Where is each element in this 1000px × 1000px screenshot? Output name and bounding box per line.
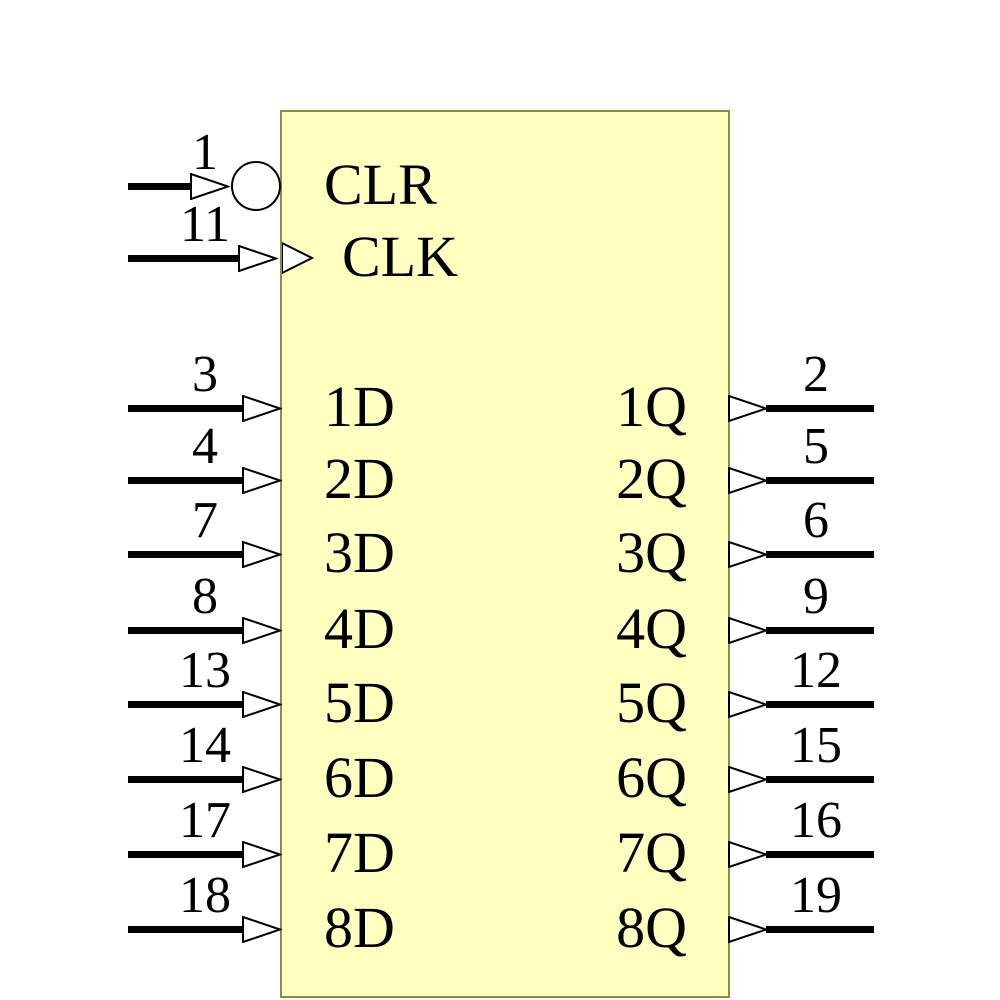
pin-left-2d: 4 [128,421,282,495]
pin-wire [128,776,242,783]
pin-number: 5 [803,418,829,475]
pin-wire [128,183,190,190]
pin-wire [128,255,238,262]
pin-number: 18 [179,867,231,924]
chip-pin-label-1d: 1D [324,374,395,439]
arrowhead-icon [242,766,282,793]
arrowhead-icon [190,173,230,200]
arrowhead-icon [242,617,282,644]
pin-number: 2 [803,346,829,403]
chip-pin-label-6d: 6D [324,745,395,810]
pin-right-3q: 6 [728,495,874,569]
arrowhead-icon [242,541,282,568]
pin-number: 6 [803,492,829,549]
pin-right-5q: 12 [728,645,874,719]
pin-wire [128,477,242,484]
arrowhead-icon [728,617,768,644]
pin-wire [128,926,242,933]
pin-left-clk: 11 [128,199,282,273]
chip-pin-label-1q: 1Q [616,374,687,439]
pin-left-3d: 7 [128,495,282,569]
pin-number: 1 [192,124,218,181]
pin-wire [128,851,242,858]
arrowhead-icon [728,467,768,494]
arrowhead-icon [728,841,768,868]
pin-number: 7 [192,492,218,549]
pin-left-1d: 3 [128,349,282,423]
pin-right-1q: 2 [728,349,874,423]
pin-right-4q: 9 [728,571,874,645]
chip-pin-label-7q: 7Q [616,820,687,885]
arrowhead-icon [728,395,768,422]
chip-pin-label-5q: 5Q [616,670,687,735]
pin-left-6d: 14 [128,720,282,794]
pin-left-8d: 18 [128,870,282,944]
chip-pin-label-3d: 3D [324,520,395,585]
chip-pin-label-8d: 8D [324,895,395,960]
pin-wire [766,701,874,708]
pin-number: 3 [192,346,218,403]
pin-wire [766,926,874,933]
pin-right-7q: 16 [728,795,874,869]
pin-number: 14 [179,717,231,774]
chip-pin-label-2q: 2Q [616,446,687,511]
pin-left-5d: 13 [128,645,282,719]
chip-pin-label-5d: 5D [324,670,395,735]
pin-left-7d: 17 [128,795,282,869]
inversion-bubble-icon [231,161,281,211]
pin-wire [128,627,242,634]
pin-wire [128,551,242,558]
pin-wire [766,477,874,484]
pin-wire [128,405,242,412]
chip-body [280,110,730,998]
arrowhead-icon [238,245,278,272]
arrowhead-icon [728,766,768,793]
pin-wire [766,627,874,634]
arrowhead-icon [242,841,282,868]
chip-pin-label-8q: 8Q [616,895,687,960]
pin-wire [128,701,242,708]
pin-wire [766,851,874,858]
pin-number: 19 [790,867,842,924]
chip-pin-label-clr: CLR [324,152,437,217]
pin-number: 17 [179,792,231,849]
chip-pin-label-4q: 4Q [616,596,687,661]
arrowhead-icon [728,541,768,568]
pin-number: 13 [179,642,231,699]
arrowhead-icon [242,691,282,718]
pin-number: 4 [192,418,218,475]
pin-number: 15 [790,717,842,774]
arrowhead-icon [242,916,282,943]
pin-wire [766,405,874,412]
pin-left-4d: 8 [128,571,282,645]
pin-right-2q: 5 [728,421,874,495]
chip-pin-label-3q: 3Q [616,520,687,585]
pin-wire [766,776,874,783]
chip-pin-label-clk: CLK [342,224,458,289]
pin-right-6q: 15 [728,720,874,794]
pin-number: 8 [192,568,218,625]
arrowhead-icon [728,916,768,943]
arrowhead-icon [728,691,768,718]
chip-pin-label-2d: 2D [324,446,395,511]
pin-right-8q: 19 [728,870,874,944]
pin-number: 16 [790,792,842,849]
clock-edge-icon [282,242,314,274]
chip-pin-label-6q: 6Q [616,745,687,810]
arrowhead-icon [242,395,282,422]
pin-number: 9 [803,568,829,625]
pin-number: 12 [790,642,842,699]
chip-pin-label-7d: 7D [324,820,395,885]
pin-left-clr: 1 [128,127,282,211]
chip-pin-label-4d: 4D [324,596,395,661]
pin-wire [766,551,874,558]
arrowhead-icon [242,467,282,494]
pin-number: 11 [179,196,231,253]
